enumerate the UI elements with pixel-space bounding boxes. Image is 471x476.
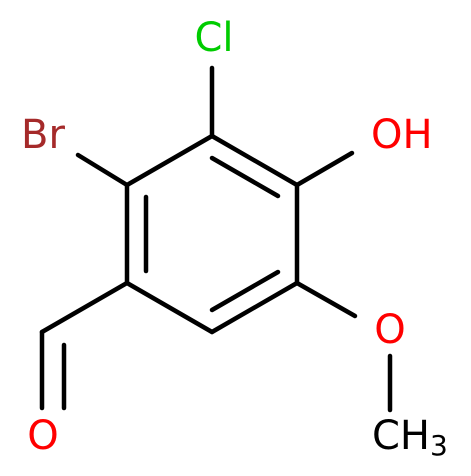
- aldehyde-oxygen-label: O: [27, 413, 58, 459]
- bond-c1-cho: [39, 280, 130, 335]
- bond-c4-oh: [294, 150, 355, 188]
- bromine-label: Br: [21, 112, 65, 158]
- double-bond-c5-c6: [209, 269, 281, 313]
- bond-c3-c4: [209, 133, 300, 188]
- bond-c5-o: [294, 280, 358, 319]
- bond-c5-c6: [209, 280, 300, 335]
- double-bond-c3-c4: [209, 155, 281, 199]
- hydroxyl-label: OH: [371, 112, 433, 158]
- methyl-label: CH3: [372, 413, 448, 462]
- bond-c2-br: [75, 152, 130, 188]
- benzene-ring: [124, 133, 300, 335]
- methoxy-oxygen-label: O: [374, 307, 405, 353]
- chlorine-label: Cl: [194, 15, 233, 61]
- methyl-main: CH: [372, 413, 430, 459]
- bond-c6-c1: [124, 280, 215, 335]
- methyl-subscript: 3: [430, 429, 448, 462]
- bond-c2-c3: [124, 133, 215, 188]
